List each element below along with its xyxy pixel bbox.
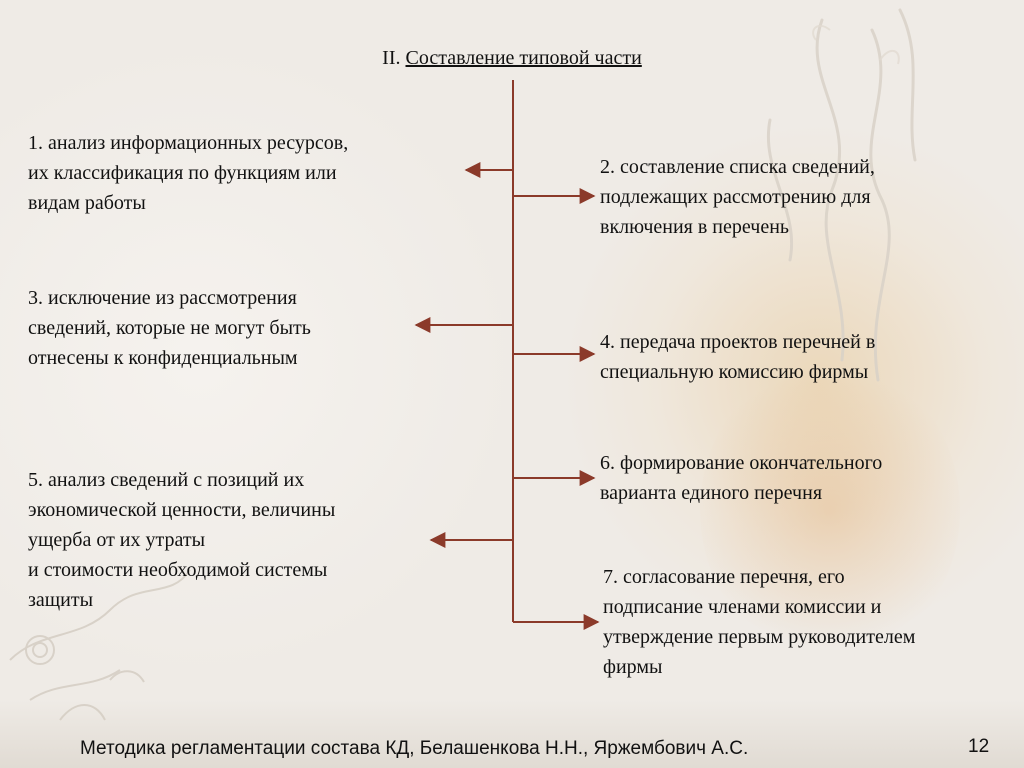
step-item-line: ущерба от их утраты	[28, 529, 206, 551]
title-text: Составление типовой части	[405, 47, 642, 69]
step-item-line: сведений, которые не могут быть	[28, 317, 311, 339]
step-item-line: 3. исключение из рассмотрения	[28, 287, 297, 309]
step-item-line: отнесены к конфиденциальным	[28, 347, 298, 369]
step-item-6: 6. формирование окончательного варианта …	[600, 448, 882, 508]
step-item-line: 6. формирование окончательного	[600, 452, 883, 474]
step-item-line: 1. анализ информационных ресурсов,	[28, 132, 349, 154]
slide-footer: Методика регламентации состава КД, Белаш…	[80, 738, 749, 759]
step-item-line: экономической ценности, величины	[28, 499, 336, 521]
step-item-line: утверждение первым руководителем	[603, 626, 916, 648]
step-item-line: 2. составление списка сведений,	[600, 156, 875, 178]
step-item-3: 3. исключение из рассмотрения сведений, …	[28, 283, 311, 373]
title-prefix: II.	[382, 47, 401, 69]
page-number: 12	[968, 736, 990, 757]
step-item-line: и стоимости необходимой системы	[28, 559, 328, 581]
step-item-4: 4. передача проектов перечней в специаль…	[600, 327, 875, 387]
step-item-line: подписание членами комиссии и	[603, 596, 882, 618]
step-item-line: 5. анализ сведений с позиций их	[28, 469, 305, 491]
step-item-line: защиты	[28, 589, 94, 611]
step-item-line: фирмы	[603, 656, 663, 678]
step-item-line: подлежащих рассмотрению для	[600, 186, 871, 208]
step-item-1: 1. анализ информационных ресурсов, их кл…	[28, 128, 348, 218]
step-item-7: 7. согласование перечня, его подписание …	[603, 562, 915, 682]
step-item-line: их классификация по функциям или	[28, 162, 337, 184]
slide-title: II. Составление типовой части	[0, 47, 1024, 70]
step-item-line: 7. согласование перечня, его	[603, 566, 845, 588]
step-item-line: включения в перечень	[600, 216, 790, 238]
step-item-5: 5. анализ сведений с позиций их экономич…	[28, 465, 335, 615]
step-item-line: видам работы	[28, 192, 146, 214]
step-item-line: 4. передача проектов перечней в	[600, 331, 876, 353]
step-item-line: специальную комиссию фирмы	[600, 361, 869, 383]
step-item-2: 2. составление списка сведений, подлежащ…	[600, 152, 875, 242]
step-item-line: варианта единого перечня	[600, 482, 823, 504]
